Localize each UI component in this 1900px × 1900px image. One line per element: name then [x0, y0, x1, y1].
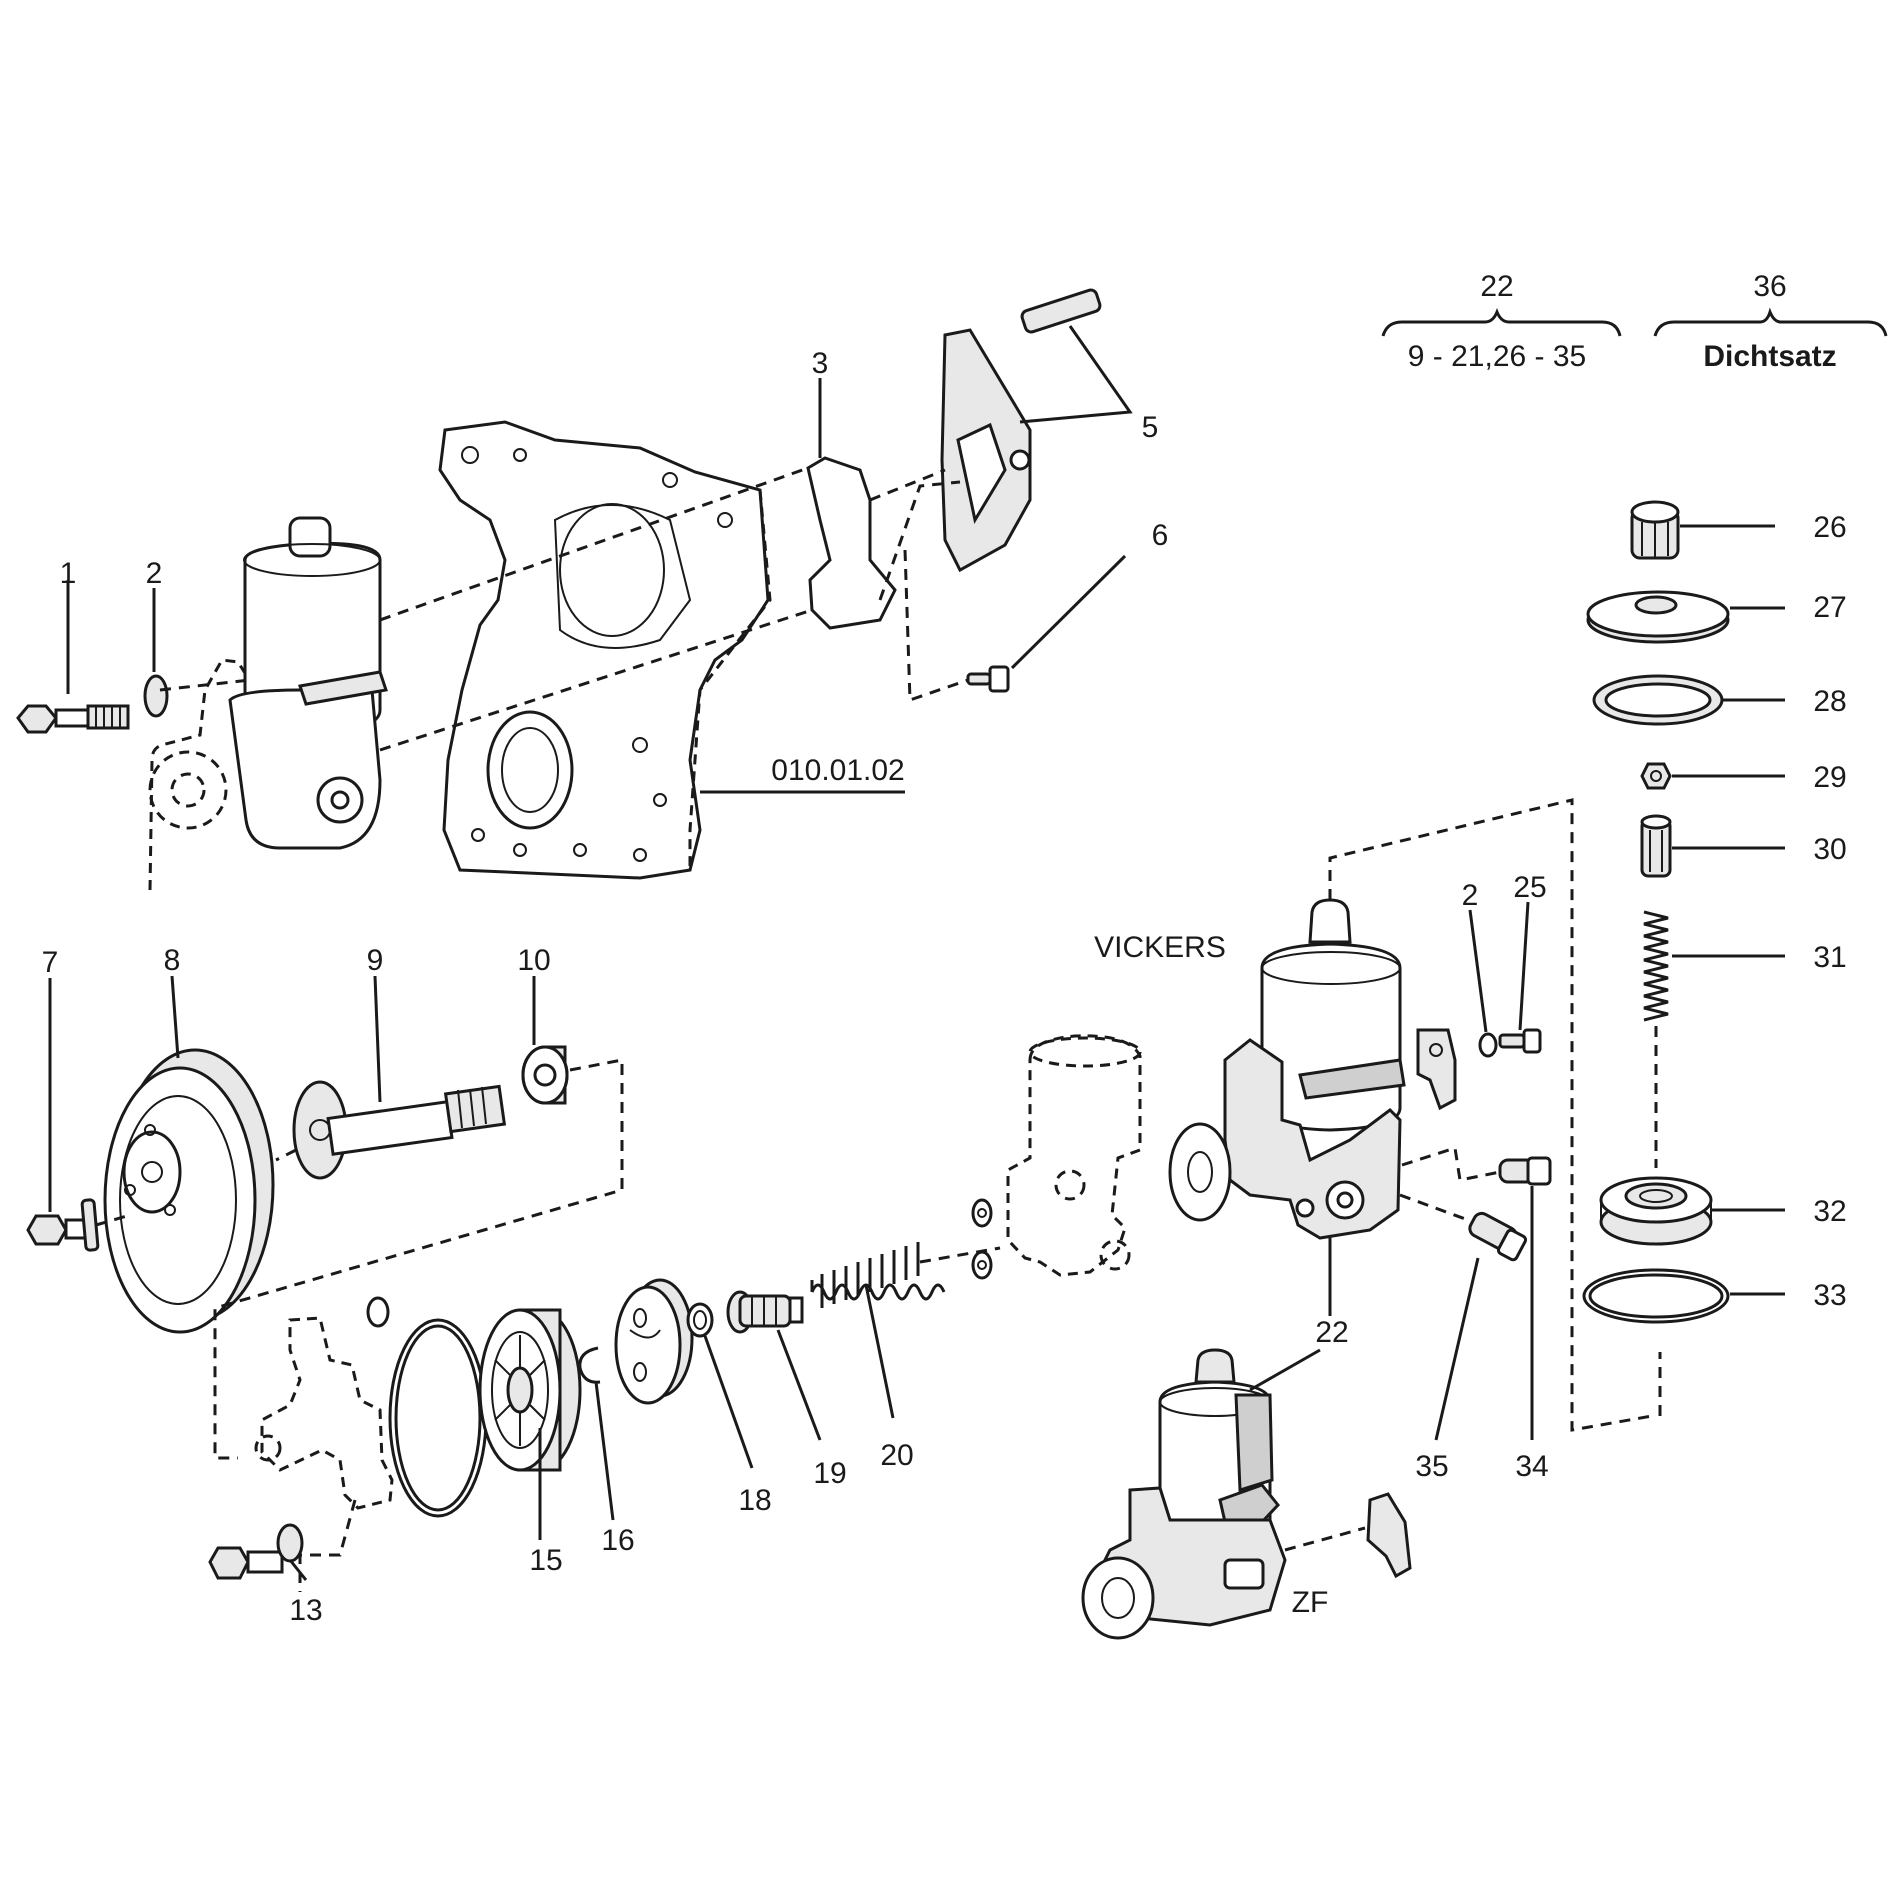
part-28-gasket-ring [1592, 674, 1724, 726]
label-13: 13 [289, 1594, 322, 1627]
label-34: 34 [1515, 1450, 1548, 1483]
zf-bracket [1366, 1492, 1412, 1579]
leader-8 [170, 975, 180, 1059]
label-29: 29 [1813, 761, 1846, 794]
housing-ghost-lower [260, 1316, 394, 1510]
part-10-bearing [521, 1045, 569, 1105]
label-20: 20 [880, 1439, 913, 1472]
vickers-pump [1168, 898, 1406, 1240]
part-6-screw [966, 665, 1010, 693]
leader-2-right [1468, 909, 1488, 1033]
pressure-plate [614, 1278, 694, 1405]
part-3-bracket [806, 456, 897, 630]
part-16-circlip [578, 1346, 601, 1384]
part-9-shaft [292, 1080, 507, 1180]
label-30: 30 [1813, 833, 1846, 866]
part-30-filter [1640, 814, 1672, 878]
leader-16 [594, 1381, 615, 1521]
part-18-ring [686, 1302, 714, 1338]
label-31: 31 [1813, 941, 1846, 974]
group-36-bracket [1653, 307, 1888, 337]
label-vickers: VICKERS [1094, 931, 1226, 964]
part-5-stud [1020, 288, 1102, 334]
pump-assembly-top [148, 516, 388, 891]
label-ref-block: 010.01.02 [771, 754, 904, 787]
label-33: 33 [1813, 1279, 1846, 1312]
label-9: 9 [367, 944, 384, 977]
part-13-bolt [208, 1546, 284, 1580]
part-35-fitting [1468, 1211, 1528, 1262]
label-27: 27 [1813, 591, 1846, 624]
seal-lower-small [971, 1250, 993, 1280]
label-19: 19 [813, 1457, 846, 1490]
part-7-bolt [26, 1198, 100, 1252]
label-16: 16 [601, 1524, 634, 1557]
small-washer-lower [366, 1296, 390, 1328]
label-26: 26 [1813, 511, 1846, 544]
part-20-spring [810, 1242, 946, 1308]
group-36-name: Dichtsatz [1703, 340, 1836, 373]
tab-plate [1416, 1028, 1457, 1111]
label-25: 25 [1513, 871, 1546, 904]
part-27-cover-disc [1586, 590, 1730, 644]
leader-22-zf [1249, 1348, 1321, 1392]
part-25-screw [1498, 1028, 1542, 1054]
leader-6 [1010, 554, 1127, 670]
label-1: 1 [60, 557, 77, 590]
part-34-fitting [1498, 1156, 1552, 1186]
group-22-range: 9 - 21,26 - 35 [1408, 340, 1586, 373]
leader-35 [1434, 1257, 1480, 1441]
label-18: 18 [738, 1484, 771, 1517]
part-29-nut [1640, 762, 1672, 790]
group-22-number: 22 [1480, 270, 1513, 303]
group-22-bracket [1381, 307, 1622, 337]
label-32: 32 [1813, 1195, 1846, 1228]
label-2-top: 2 [146, 557, 163, 590]
label-10: 10 [517, 944, 550, 977]
label-8: 8 [164, 944, 181, 977]
leader-25 [1518, 901, 1530, 1031]
label-15: 15 [529, 1544, 562, 1577]
label-zf: ZF [1292, 1586, 1329, 1619]
part-31-spring [1643, 910, 1669, 1022]
part-15-rotor [478, 1308, 582, 1472]
group-22-header: 22 9 - 21,26 - 35 [1381, 270, 1622, 373]
o-ring-large [388, 1318, 488, 1518]
part-2-washer [143, 674, 169, 718]
group-36-number: 36 [1753, 270, 1786, 303]
leader-13 [288, 1559, 308, 1581]
label-28: 28 [1813, 685, 1846, 718]
label-35: 35 [1415, 1450, 1448, 1483]
leader-5 [1019, 325, 1133, 424]
label-7: 7 [42, 946, 59, 979]
part-33-o-ring [1582, 1268, 1730, 1324]
part-19-valve [726, 1290, 804, 1334]
label-22-vickers: 22 [1315, 1316, 1348, 1349]
group-36-header: 36 Dichtsatz [1653, 270, 1888, 373]
leader-9 [373, 975, 382, 1103]
assembly-line-right [1328, 798, 1653, 1432]
part-26-cap-nut [1630, 500, 1680, 560]
label-2-right: 2 [1462, 879, 1479, 912]
pump-body-ghost-middle [1006, 1034, 1142, 1277]
leader-20 [864, 1284, 895, 1419]
label-6: 6 [1152, 519, 1169, 552]
leader-18 [703, 1335, 754, 1469]
label-3: 3 [812, 347, 829, 380]
leader-19 [776, 1329, 822, 1441]
part-1-bolt [16, 704, 130, 734]
seal-upper-small [971, 1198, 993, 1228]
label-5: 5 [1142, 411, 1159, 444]
part-8-pulley [103, 1048, 275, 1334]
part-5-mounting-plate [940, 328, 1032, 573]
part-2-washer-right [1478, 1032, 1498, 1058]
part-32-valve-plate [1599, 1176, 1713, 1246]
zf-pump [1081, 1348, 1287, 1640]
part-13-washer [276, 1523, 304, 1563]
engine-front-cover [438, 420, 772, 880]
